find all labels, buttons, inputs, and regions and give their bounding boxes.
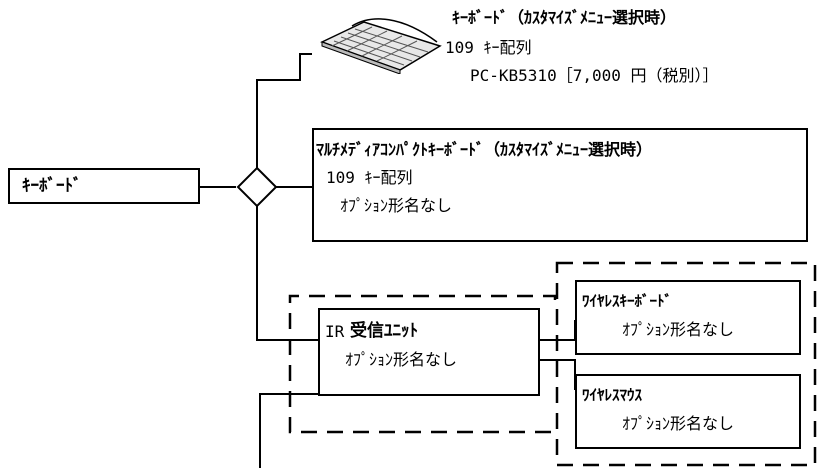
branch-diamond xyxy=(238,168,276,206)
option-1-line2: PC-KB5310［7,000 円（税別）］ xyxy=(470,66,719,86)
wireless-keyboard-line1: ｵﾌﾟｼｮﾝ形名なし xyxy=(622,320,734,340)
wireless-keyboard-title: ﾜｲﾔﾚｽｷｰﾎﾞｰﾄﾞ xyxy=(582,292,672,311)
option-2-line1: 109 ｷｰ配列 xyxy=(326,168,413,188)
wireless-mouse-title: ﾜｲﾔﾚｽﾏｳｽ xyxy=(582,386,642,405)
wireless-mouse-line1: ｵﾌﾟｼｮﾝ形名なし xyxy=(622,414,734,434)
ir-unit-title: 受信ﾕﾆｯﾄ xyxy=(350,321,418,342)
keyboard-icon xyxy=(312,12,442,74)
root-keyboard-box: ｷｰﾎﾞｰﾄﾞ xyxy=(8,168,200,204)
option-1-line1: 109 ｷｰ配列 xyxy=(445,38,532,58)
ir-unit-prefix: IR xyxy=(325,322,344,342)
option-1-title: ｷｰﾎﾞｰﾄﾞ（ｶｽﾀﾏｲｽﾞﾒﾆｭｰ選択時） xyxy=(452,8,676,28)
connector-ir-unit xyxy=(257,206,318,340)
connector-option-1 xyxy=(257,54,312,168)
root-label: ｷｰﾎﾞｰﾄﾞ xyxy=(22,176,82,197)
ir-unit-line1: ｵﾌﾟｼｮﾝ形名なし xyxy=(345,350,457,370)
option-2-title: ﾏﾙﾁﾒﾃﾞｨｱｺﾝﾊﾟｸﾄｷｰﾎﾞｰﾄﾞ（ｶｽﾀﾏｲｽﾞﾒﾆｭｰ選択時） xyxy=(316,140,652,160)
option-2-line2: ｵﾌﾟｼｮﾝ形名なし xyxy=(340,196,452,216)
